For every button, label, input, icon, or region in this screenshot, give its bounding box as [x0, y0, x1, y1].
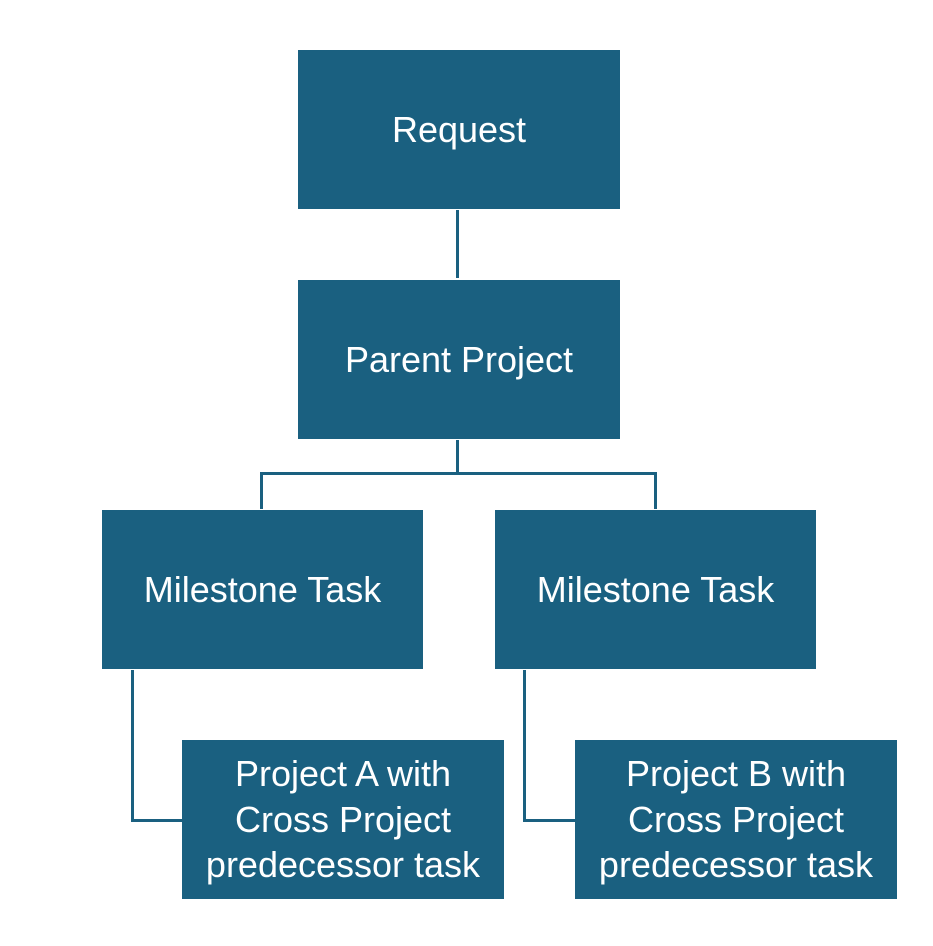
- milestone-task-left-node[interactable]: Milestone Task: [102, 510, 423, 669]
- connector-to-milestone-right: [654, 472, 657, 509]
- project-a-label-line1: Project A with: [234, 752, 452, 794]
- connector-milestone-bar: [260, 472, 657, 475]
- connector-to-milestone-left: [260, 472, 263, 509]
- milestone-task-left-label: Milestone Task: [143, 568, 382, 610]
- connector-request-parent: [456, 210, 459, 278]
- parent-project-label: Parent Project: [344, 338, 574, 380]
- project-a-label-line2: Cross Project: [234, 798, 452, 840]
- project-a-label-line3: predecessor task: [205, 844, 481, 886]
- connector-milestone-right-down: [523, 670, 526, 822]
- connector-to-project-a: [131, 819, 182, 822]
- parent-project-node[interactable]: Parent Project: [298, 280, 620, 439]
- project-a-node[interactable]: Project A with Cross Project predecessor…: [182, 740, 504, 899]
- connector-parent-down: [456, 440, 459, 475]
- milestone-task-right-label: Milestone Task: [536, 568, 775, 610]
- connector-to-project-b: [523, 819, 575, 822]
- milestone-task-right-node[interactable]: Milestone Task: [495, 510, 816, 669]
- project-b-label-line3: predecessor task: [598, 844, 874, 886]
- request-label: Request: [391, 108, 527, 150]
- project-b-node[interactable]: Project B with Cross Project predecessor…: [575, 740, 897, 899]
- project-b-label-line2: Cross Project: [627, 798, 845, 840]
- request-node[interactable]: Request: [298, 50, 620, 209]
- connector-milestone-left-down: [131, 670, 134, 822]
- project-b-label-line1: Project B with: [625, 752, 847, 794]
